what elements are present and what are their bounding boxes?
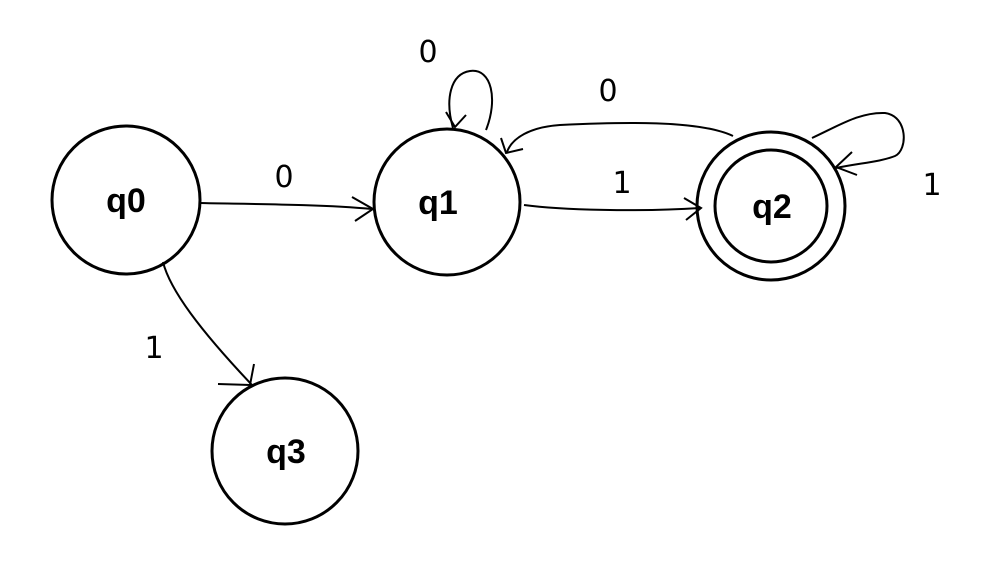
transition-q2-q1-arrowhead <box>500 137 524 155</box>
state-q0-label: q0 <box>106 182 146 220</box>
state-q0-circle <box>50 124 202 276</box>
state-q2: q2 <box>695 130 847 282</box>
transition-q0-q3-label: 1 <box>144 331 163 366</box>
transition-q2-q1-line <box>506 121 734 153</box>
transition-q2-q2: 1 <box>811 111 942 203</box>
state-q2-label: q2 <box>752 188 792 226</box>
transition-q1-q1-loop <box>448 69 493 131</box>
transition-q0-q1-arrowhead <box>351 196 375 222</box>
transition-q2-q2-arrowhead <box>834 151 858 176</box>
transition-q0-q1-label: 0 <box>274 160 293 195</box>
state-q0: q0 <box>50 124 202 276</box>
state-q3-circle <box>210 376 360 526</box>
state-q3: q3 <box>210 376 360 526</box>
transition-q2-q1: 0 <box>500 74 734 155</box>
transition-q1-q2-line <box>523 204 701 212</box>
transition-q1-q2: 1 <box>523 166 703 221</box>
transition-q1-q2-label: 1 <box>612 166 631 201</box>
transition-q0-q3: 1 <box>144 261 255 387</box>
transition-q2-q1-label: 0 <box>598 74 617 109</box>
transition-q0-q3-arrowhead <box>217 363 255 387</box>
state-q1: q1 <box>372 127 522 277</box>
transition-q1-q2-arrowhead <box>683 197 703 221</box>
transition-q2-q2-label: 1 <box>922 168 941 203</box>
transition-q2-q2-loop <box>811 111 905 169</box>
transition-q0-q1-line <box>199 202 373 210</box>
transition-q0-q1: 0 <box>199 160 375 222</box>
state-q3-label: q3 <box>266 433 306 471</box>
transition-q0-q3-line <box>162 261 253 386</box>
transition-q1-q1: 0 <box>418 35 493 131</box>
transition-q1-q1-arrowhead <box>445 111 467 129</box>
state-q2-inner-circle <box>713 148 829 264</box>
state-q1-circle <box>372 127 522 277</box>
transition-q1-q1-label: 0 <box>418 35 437 70</box>
state-q1-label: q1 <box>418 184 458 222</box>
